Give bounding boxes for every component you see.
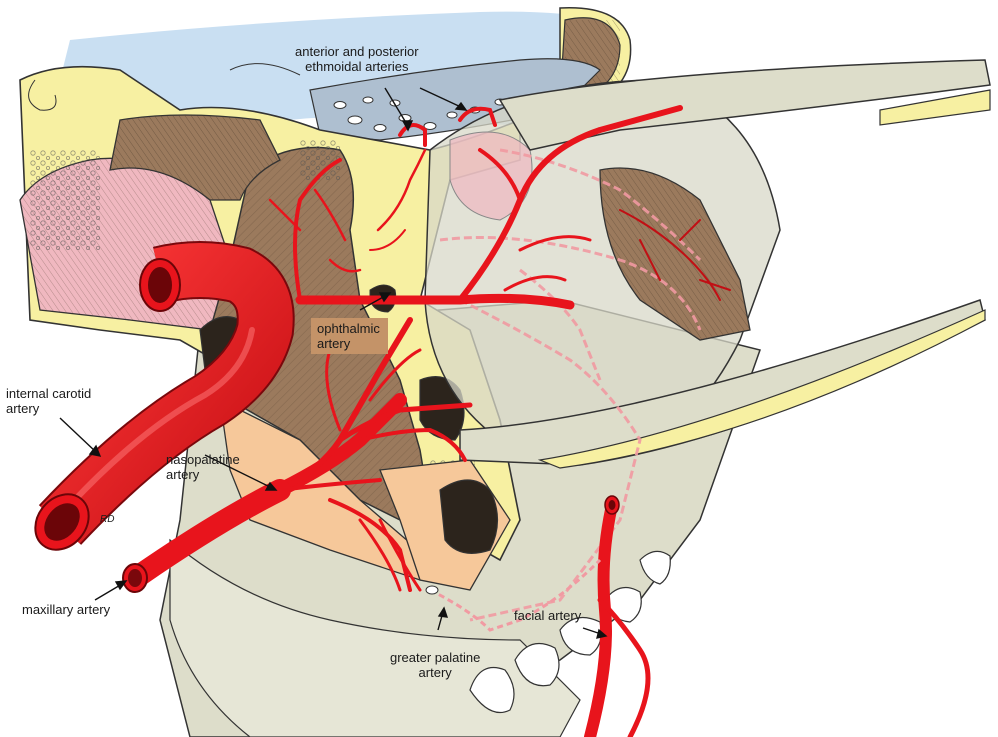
label-internal-carotid: internal carotid artery <box>6 386 92 416</box>
sinus-opening-1 <box>439 479 499 554</box>
ethmoidal-arteries <box>369 106 497 251</box>
greater-palatine-course <box>429 558 602 632</box>
orbit-pink <box>449 131 533 221</box>
leader-lines <box>59 87 608 639</box>
upper-eyelid-sheet <box>498 59 991 151</box>
label-maxillary: maxillary artery <box>22 602 111 617</box>
artist-signature: RD <box>100 514 115 525</box>
maxillary-trunk <box>129 479 291 586</box>
label-ophthalmic-artery: ophthalmic artery <box>311 318 388 354</box>
ophthalmic-tree <box>268 105 683 310</box>
label-ethmoidal-arteries: anterior and posterior ethmoidal arterie… <box>295 44 419 74</box>
label-nasopalatine: nasopalatine artery <box>166 452 240 482</box>
label-facial: facial artery <box>514 608 582 623</box>
cribriform-plate <box>309 58 601 141</box>
facial-artery <box>584 499 618 737</box>
label-greater-palatine: greater palatine artery <box>390 650 481 680</box>
maxillary-tree <box>133 317 473 592</box>
